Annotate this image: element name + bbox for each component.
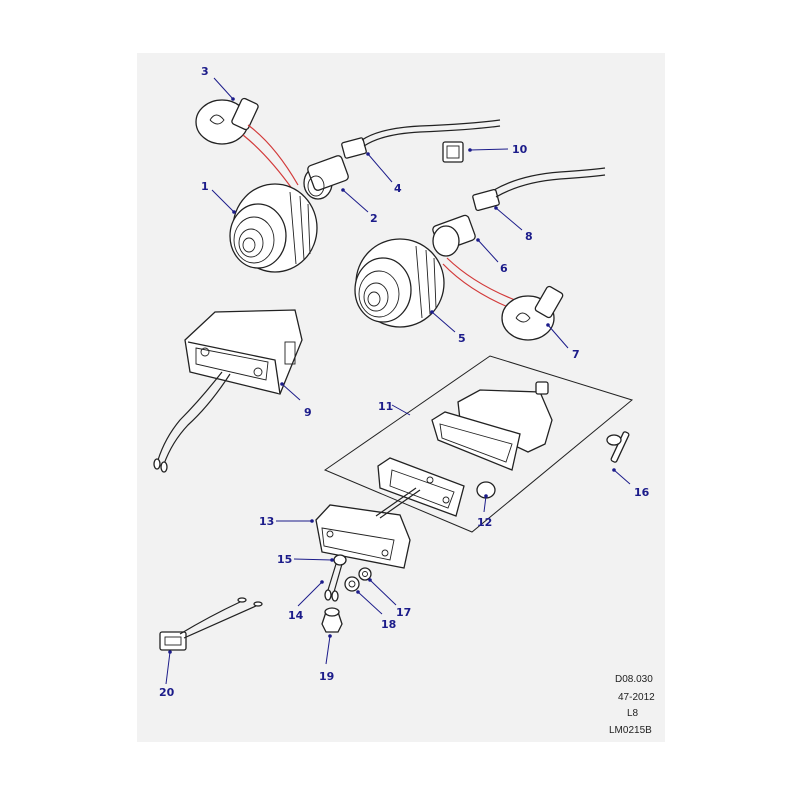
lamp-part-5	[354, 238, 445, 328]
connector-part-8	[472, 167, 606, 212]
callout-15: 15	[277, 553, 292, 566]
diagram-sheet	[137, 53, 665, 742]
callout-numbers: 3 1 2 4 10 8 6 5 7 9 11 16 12 13 15 14 1…	[159, 65, 650, 699]
callout-10: 10	[512, 143, 528, 156]
callout-9: 9	[304, 406, 312, 419]
callout-3: 3	[201, 65, 209, 78]
callout-18: 18	[381, 618, 396, 631]
nut-part-18	[344, 576, 360, 592]
drawing-sheet: L8	[627, 708, 639, 719]
callout-20: 20	[159, 686, 175, 699]
lamp-lens-assembly	[377, 381, 553, 517]
drawing-code: D08.030	[615, 674, 653, 685]
callout-13: 13	[259, 515, 274, 528]
bulb-part-19	[321, 607, 343, 633]
grommet-part-15	[324, 554, 347, 602]
callout-1: 1	[201, 180, 209, 193]
callout-19: 19	[319, 670, 334, 683]
drawing-date: 47-2012	[618, 692, 655, 703]
lamp-part-1	[229, 183, 318, 273]
lamp-housing-part-9	[153, 309, 303, 473]
bolt-part-16	[606, 431, 630, 463]
connector-part-20	[159, 597, 263, 651]
lamp-housing-part-13	[315, 487, 421, 569]
clip-part-10	[442, 141, 464, 163]
bulb-holder-part-6	[432, 214, 521, 311]
group-box-part-11	[323, 355, 634, 533]
callout-17: 17	[396, 606, 411, 619]
callout-8: 8	[525, 230, 533, 243]
callout-7: 7	[572, 348, 580, 361]
bulb-part-3	[195, 97, 299, 191]
nut-part-17	[358, 567, 372, 581]
reference-block: D08.030 47-2012 L8 LM0215B	[609, 674, 655, 736]
callout-12: 12	[477, 516, 492, 529]
connector-part-4	[341, 119, 501, 159]
callout-14: 14	[288, 609, 304, 622]
bulb-holder-part-2	[303, 155, 349, 200]
callout-2: 2	[370, 212, 378, 225]
callout-16: 16	[634, 486, 650, 499]
callout-4: 4	[394, 182, 402, 195]
callout-5: 5	[458, 332, 466, 345]
callout-11: 11	[378, 400, 393, 413]
drawing-reference: LM0215B	[609, 725, 652, 736]
bulb-part-7	[501, 285, 564, 341]
callout-6: 6	[500, 262, 508, 275]
leader-lines	[165, 77, 631, 685]
